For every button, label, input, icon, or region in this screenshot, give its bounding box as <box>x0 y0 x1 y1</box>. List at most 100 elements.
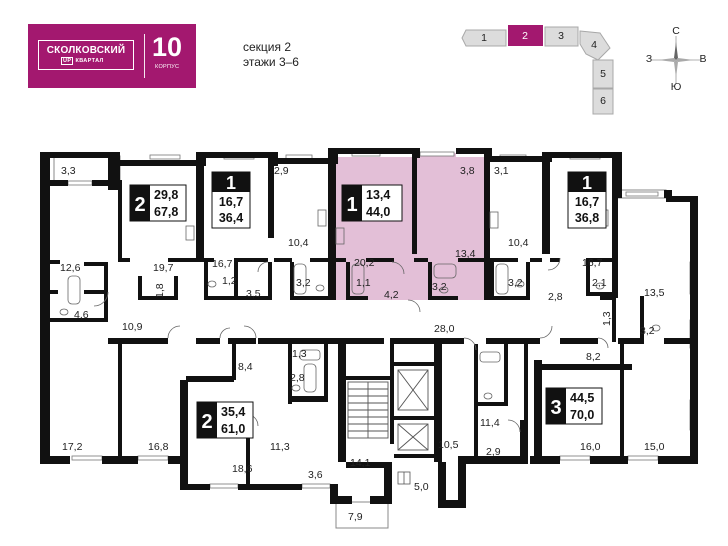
section-info: секция 2 этажи 3–6 <box>243 40 299 70</box>
room-area: 17,2 <box>62 441 83 453</box>
room-area: 2,9 <box>486 446 501 458</box>
keyplan-section-6[interactable] <box>592 88 614 115</box>
room-area: 12,6 <box>60 262 81 274</box>
room-area: 1,3 <box>292 348 307 360</box>
compass-south: Ю <box>671 81 682 93</box>
keyplan-label-5: 5 <box>600 68 606 80</box>
walls <box>40 148 698 508</box>
room-area: 13,4 <box>455 248 476 260</box>
room-area: 4,2 <box>384 289 399 301</box>
room-area: 13,5 <box>644 287 665 299</box>
elevator-icon <box>397 369 429 451</box>
apartment-rooms: 3 <box>550 397 561 419</box>
compass-east: В <box>699 53 706 65</box>
keyplan-section-5[interactable] <box>592 59 614 89</box>
keyplan-label-3: 3 <box>558 30 564 42</box>
apartment-rooms: 1 <box>346 194 357 216</box>
room-area: 18,6 <box>232 463 253 475</box>
room-area: 3,5 <box>246 288 261 300</box>
room-area: 19,7 <box>153 262 174 274</box>
room-area: 10,5 <box>438 439 459 451</box>
floors-label: этажи 3–6 <box>243 55 299 69</box>
apartment-total-area: 70,0 <box>570 408 594 422</box>
room-area: 10,9 <box>122 321 143 333</box>
compass-north: С <box>672 25 680 37</box>
apartment-rooms: 2 <box>134 194 145 216</box>
room-area: 1,3 <box>601 311 613 326</box>
room-area: 11,3 <box>270 441 290 453</box>
apartment-badge[interactable]: 1 16,7 36,4 <box>211 171 251 229</box>
apartment-total-area: 61,0 <box>221 422 245 436</box>
room-area: 14,1 <box>350 457 371 469</box>
room-area: 3,2 <box>640 325 655 337</box>
room-area: 16,0 <box>580 441 601 453</box>
room-area: 8,2 <box>586 351 601 363</box>
room-area: 2,8 <box>548 291 563 303</box>
room-area: 2,8 <box>290 372 305 384</box>
room-area: 10,4 <box>508 237 529 249</box>
room-area: 3,3 <box>61 165 76 177</box>
room-area: 8,4 <box>238 361 253 373</box>
room-area: 16,7 <box>212 258 233 270</box>
keyplan-label-2: 2 <box>522 30 528 42</box>
room-area: 16,8 <box>148 441 169 453</box>
apartment-total-area: 67,8 <box>154 205 178 219</box>
room-area: 1,2 <box>222 275 237 287</box>
room-area: 3,2 <box>296 277 311 289</box>
apartment-living-area: 16,7 <box>575 195 599 209</box>
building-number: 10 <box>152 32 183 62</box>
keyplan-section-3[interactable] <box>544 26 579 47</box>
apartment-living-area: 13,4 <box>366 188 390 202</box>
room-area: 3,2 <box>508 277 523 289</box>
room-area: 11,4 <box>480 417 500 429</box>
stairwell <box>347 381 389 439</box>
keyplan-label-6: 6 <box>600 95 606 107</box>
room-area: 16,7 <box>582 257 603 269</box>
apartment-rooms: 1 <box>582 173 592 193</box>
room-area: 10,4 <box>288 237 309 249</box>
brand-sub-text: КВАРТАЛ <box>75 58 104 64</box>
apartment-badge[interactable]: 2 29,8 67,8 <box>129 184 187 222</box>
keyplan-section-1[interactable] <box>461 29 507 47</box>
building-caption: КОРПУС <box>155 64 180 70</box>
apartment-badge-highlighted[interactable]: 1 13,4 44,0 <box>341 184 403 222</box>
key-plan: 1 2 3 4 5 6 <box>461 25 614 115</box>
apartment-living-area: 29,8 <box>154 188 178 202</box>
apartment-living-area: 16,7 <box>219 195 243 209</box>
room-area: 2,9 <box>274 165 289 177</box>
section-label: секция 2 <box>243 40 292 54</box>
room-area: 20,2 <box>354 257 375 269</box>
room-area: 28,0 <box>434 323 455 335</box>
room-area: 2,1 <box>592 277 607 289</box>
apartment-total-area: 36,8 <box>575 211 599 225</box>
utility-box-icon <box>397 471 411 485</box>
apartment-badge[interactable]: 3 44,5 70,0 <box>545 387 603 425</box>
room-area: 4,6 <box>74 309 89 321</box>
room-area: 1,1 <box>356 277 371 289</box>
keyplan-section-2[interactable] <box>508 25 543 46</box>
apartment-rooms: 2 <box>201 411 212 433</box>
apartment-living-area: 35,4 <box>221 405 245 419</box>
room-area: 3,8 <box>460 165 475 177</box>
room-area-labels: 3,3 12,6 4,6 10,9 17,2 1,8 19,7 16,8 1,2… <box>60 165 665 523</box>
compass-west: З <box>646 53 652 65</box>
apartment-rooms: 1 <box>226 173 236 193</box>
apartment-badge[interactable]: 2 35,4 61,0 <box>196 401 254 439</box>
brand-name: СКОЛКОВСКИЙ <box>46 45 126 56</box>
keyplan-label-4: 4 <box>591 39 597 51</box>
compass-icon: С З В Ю <box>646 25 707 93</box>
room-area: 3,1 <box>494 165 509 177</box>
room-area: 7,9 <box>348 511 363 523</box>
room-area: 5,0 <box>414 481 429 493</box>
apartment-living-area: 44,5 <box>570 391 594 405</box>
room-area: 3,2 <box>432 281 447 293</box>
keyplan-label-1: 1 <box>481 32 487 44</box>
brand-separator <box>144 34 145 78</box>
apartment-badge[interactable]: 1 16,7 36,8 <box>567 171 607 229</box>
brand-sub-tag: UP <box>61 57 74 65</box>
room-area: 1,8 <box>154 283 166 298</box>
